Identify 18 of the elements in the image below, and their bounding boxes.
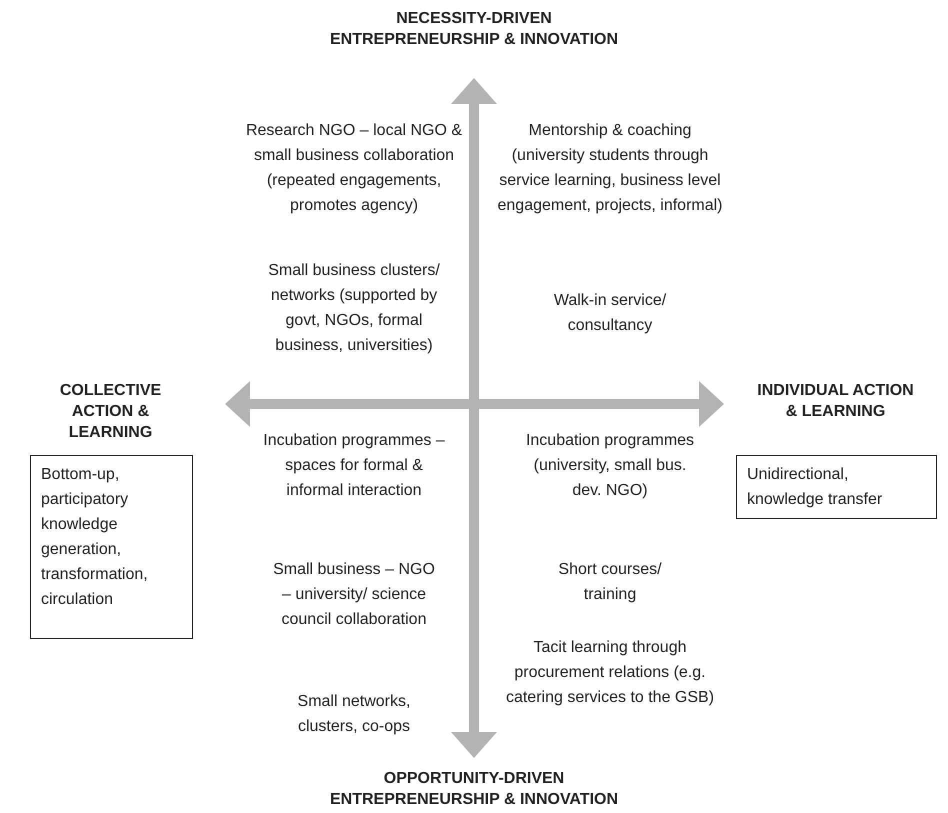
quadrant-text: Mentorship & coaching (university students through service learning, business level engagement, projects, informal) <box>496 121 724 216</box>
axis-heading: COLLECTIVE ACTION & LEARNING <box>58 381 162 443</box>
axis-heading: OPPORTUNITY-DRIVEN ENTREPRENEURSHIP & INNOVATION <box>328 769 620 810</box>
quadrant-text: Incubation programmes (university, small bus. dev. NGO) <box>525 431 695 501</box>
quadrant-text: Tacit learning through procurement relations (e.g. catering services to the GSB) <box>504 638 716 708</box>
quadrant-text: Research NGO – local NGO & small business collaboration (repeated engagements, promotes agency) <box>244 121 464 216</box>
quadrant-text: Walk-in service/ consultancy <box>552 291 668 336</box>
note-box <box>30 455 193 639</box>
note-box <box>736 455 937 519</box>
quadrant-text: Incubation programmes – spaces for formal & informal interaction <box>262 431 446 501</box>
quadrant-text: Small business – NGO – university/ science council collaboration <box>272 560 436 630</box>
axis-heading: INDIVIDUAL ACTION & LEARNING <box>756 381 915 422</box>
note-text: Unidirectional, knowledge transfer <box>747 465 884 510</box>
quadrant-text: Short courses/ training <box>557 560 663 605</box>
quadrant-text: Small business clusters/ networks (supported by govt, NGOs, formal business, universities) <box>267 261 441 356</box>
quadrant-text: Small networks, clusters, co-ops <box>296 692 412 737</box>
axis-heading: NECESSITY-DRIVEN ENTREPRENEURSHIP & INNOVATION <box>328 9 620 50</box>
note-text: Bottom-up, participatory knowledge generation, transformation, circulation <box>41 465 149 610</box>
